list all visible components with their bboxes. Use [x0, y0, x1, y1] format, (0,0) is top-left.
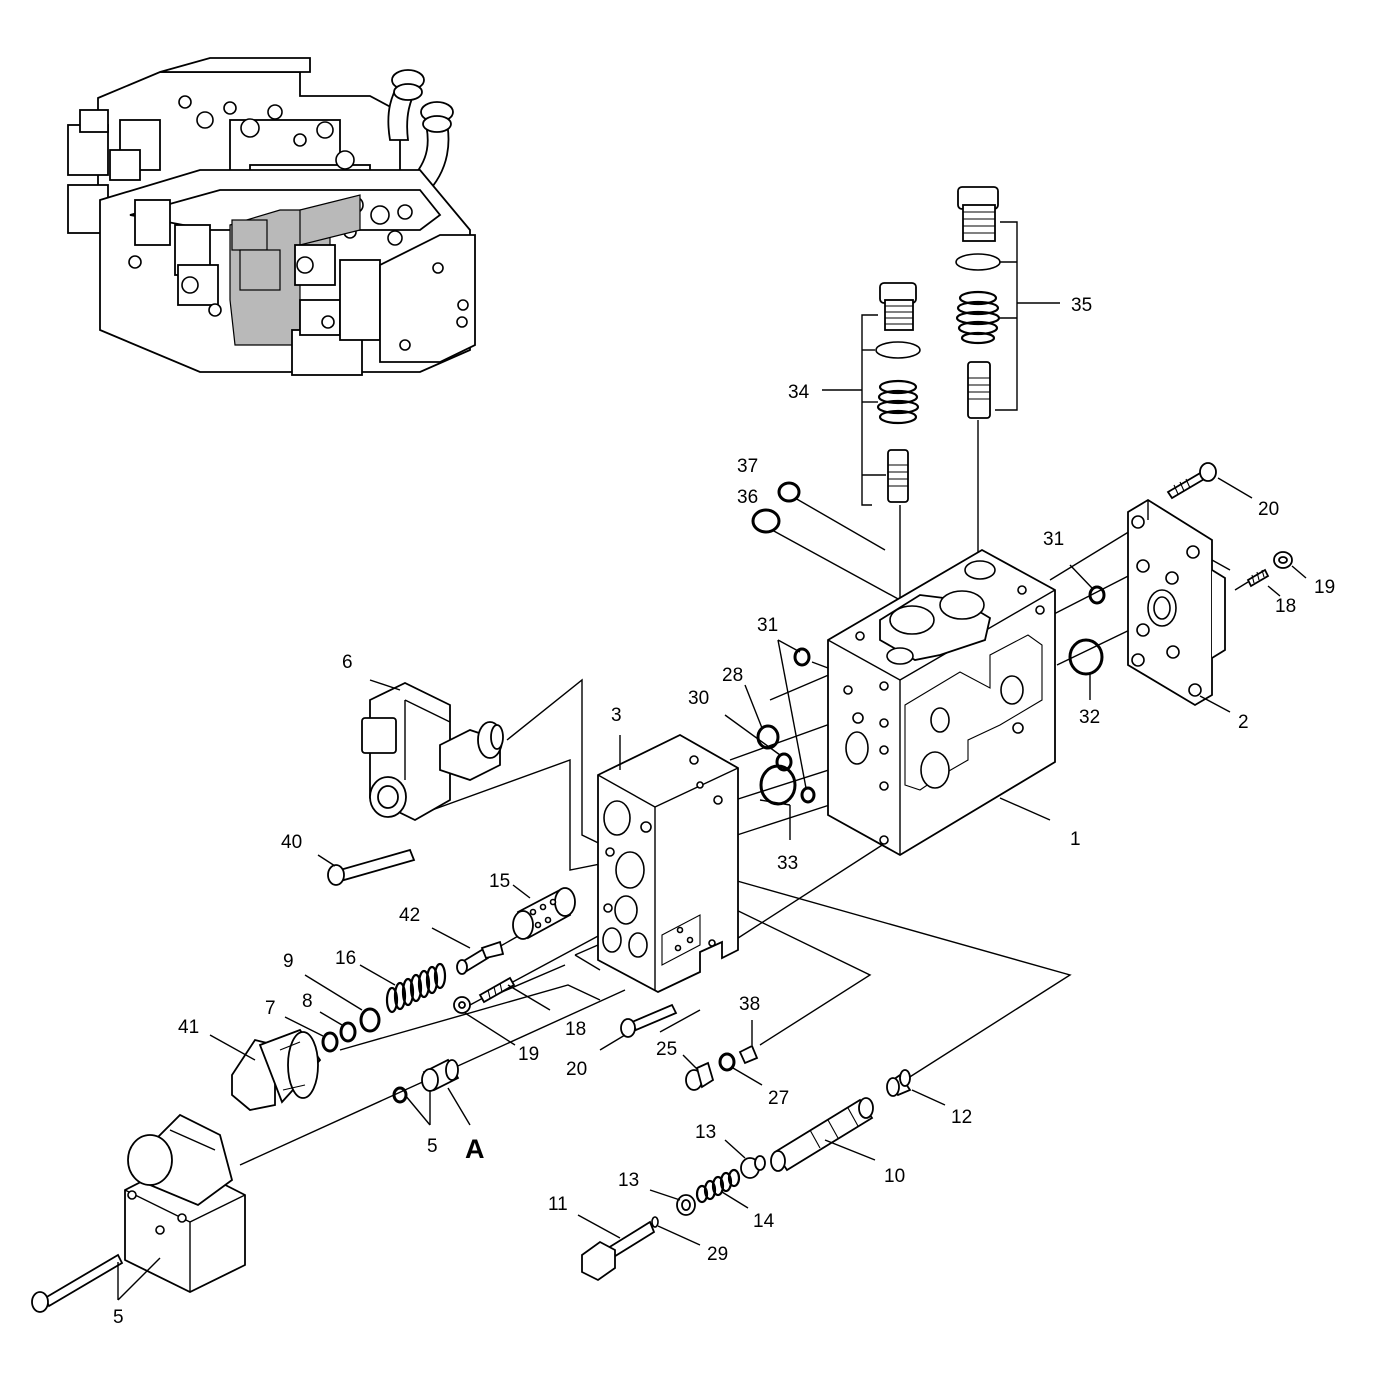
callout-15: 15 — [489, 871, 510, 892]
parts-18-19-right — [1234, 551, 1307, 597]
callout-18-left: 18 — [565, 1019, 586, 1040]
plug-41 — [209, 1028, 322, 1111]
callout-30: 30 — [688, 688, 709, 709]
callout-18-right: 18 — [1275, 596, 1296, 617]
callout-20-right: 20 — [1258, 499, 1279, 520]
ring-8 — [339, 1021, 357, 1043]
callout-31-left: 31 — [757, 615, 778, 636]
end-plate-2 — [1127, 498, 1231, 707]
o-ring-28 — [756, 724, 780, 750]
parts-18-19-left — [453, 976, 551, 1046]
leader-31-right — [1069, 564, 1093, 589]
view-marker-a: A — [465, 1134, 485, 1164]
callout-3: 3 — [611, 705, 622, 726]
solenoid-6 — [361, 679, 504, 822]
callout-10: 10 — [884, 1166, 905, 1187]
callout-labels: 1 2 3 5 5 6 7 8 9 10 11 12 13 13 14 15 1… — [113, 295, 1335, 1328]
callout-32: 32 — [1079, 707, 1100, 728]
o-ring-32 — [1068, 638, 1104, 676]
solenoid-5-lower — [31, 1113, 246, 1313]
relief-valve-34 — [822, 282, 921, 506]
callout-33: 33 — [777, 853, 798, 874]
callout-14: 14 — [753, 1211, 775, 1232]
callout-11: 11 — [548, 1194, 568, 1215]
o-ring-31-right — [1088, 585, 1106, 605]
o-ring-33 — [759, 764, 797, 806]
callout-19-right: 19 — [1314, 577, 1335, 598]
callout-31-right: 31 — [1043, 529, 1064, 550]
callout-13-upper: 13 — [695, 1122, 716, 1143]
callout-1: 1 — [1070, 829, 1081, 850]
callout-19-left: 19 — [518, 1044, 539, 1065]
callout-16: 16 — [335, 948, 356, 969]
callout-34: 34 — [788, 382, 810, 403]
valve-body-1 — [827, 548, 1056, 857]
block-3 — [574, 733, 739, 994]
o-ring-31-bottom — [800, 786, 816, 804]
callout-20-left: 20 — [566, 1059, 587, 1080]
callout-13-lower: 13 — [618, 1170, 639, 1191]
ring-9 — [359, 1007, 381, 1033]
callout-25: 25 — [656, 1039, 677, 1060]
callout-8: 8 — [302, 991, 313, 1012]
callout-5-fitting: 5 — [427, 1136, 438, 1157]
callout-35: 35 — [1071, 295, 1092, 316]
spring-16 — [359, 962, 447, 1014]
o-ring-31-top — [793, 647, 811, 667]
callout-42: 42 — [399, 905, 420, 926]
o-ring-37 — [777, 481, 801, 503]
callout-27: 27 — [768, 1088, 789, 1109]
overview-valve-assembly — [67, 57, 476, 376]
callout-7: 7 — [265, 998, 276, 1019]
spool-group — [577, 1069, 946, 1282]
callout-12: 12 — [951, 1107, 972, 1128]
callout-9: 9 — [283, 951, 294, 972]
o-ring-30 — [775, 752, 793, 772]
screw-20-left — [599, 1003, 678, 1051]
callout-29: 29 — [707, 1244, 728, 1265]
callout-2: 2 — [1238, 712, 1249, 733]
pin-42 — [431, 927, 505, 975]
callout-6: 6 — [342, 652, 353, 673]
leaders-rings-7-8-9 — [284, 974, 363, 1037]
bushing-15 — [512, 884, 576, 940]
relief-valve-35 — [955, 186, 1060, 419]
callout-36: 36 — [737, 487, 758, 508]
callout-40: 40 — [281, 832, 302, 853]
callout-37: 37 — [737, 456, 758, 477]
ring-7 — [321, 1031, 339, 1053]
callout-28: 28 — [722, 665, 743, 686]
leaders-small-rings — [724, 639, 1231, 840]
screw-20-right — [1166, 462, 1253, 500]
parts-25-27-38 — [682, 1020, 763, 1091]
assembly-lines — [239, 420, 1141, 1166]
callout-5-bolt: 5 — [113, 1307, 124, 1328]
o-ring-36 — [751, 508, 781, 534]
fitting-5-A — [392, 1058, 471, 1126]
callout-38: 38 — [739, 994, 760, 1015]
callout-41: 41 — [178, 1017, 199, 1038]
bolt-40 — [317, 848, 416, 886]
